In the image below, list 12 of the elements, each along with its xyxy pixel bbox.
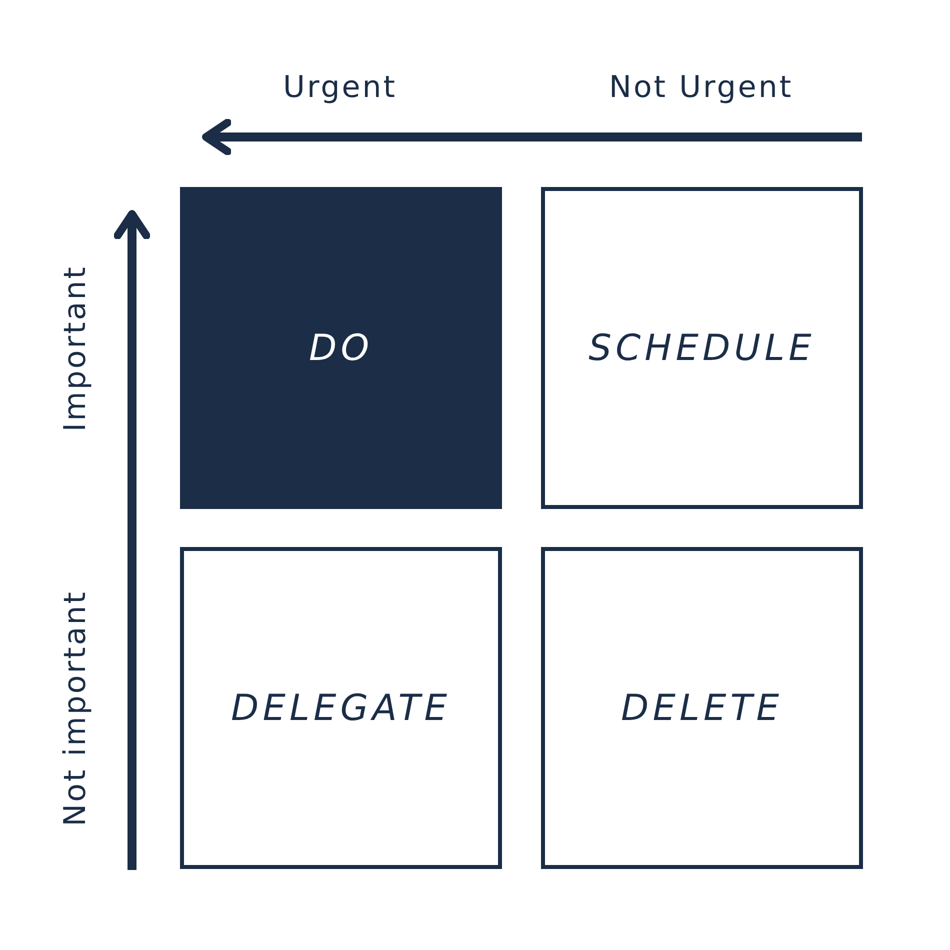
quadrant-box [180, 187, 502, 509]
quadrant-label: DELEGATE [231, 688, 451, 728]
quadrant-label: SCHEDULE [588, 328, 816, 368]
axis-label: Not important [58, 590, 92, 826]
axis-label: Important [58, 264, 92, 432]
quadrant-box [541, 187, 863, 509]
axis-label: Not Urgent [609, 70, 794, 104]
quadrant-label: DELETE [620, 688, 783, 728]
axis-label: Urgent [283, 70, 398, 104]
quadrant-box [541, 547, 863, 869]
quadrant-box [180, 547, 502, 869]
quadrant-label: DO [308, 328, 374, 368]
